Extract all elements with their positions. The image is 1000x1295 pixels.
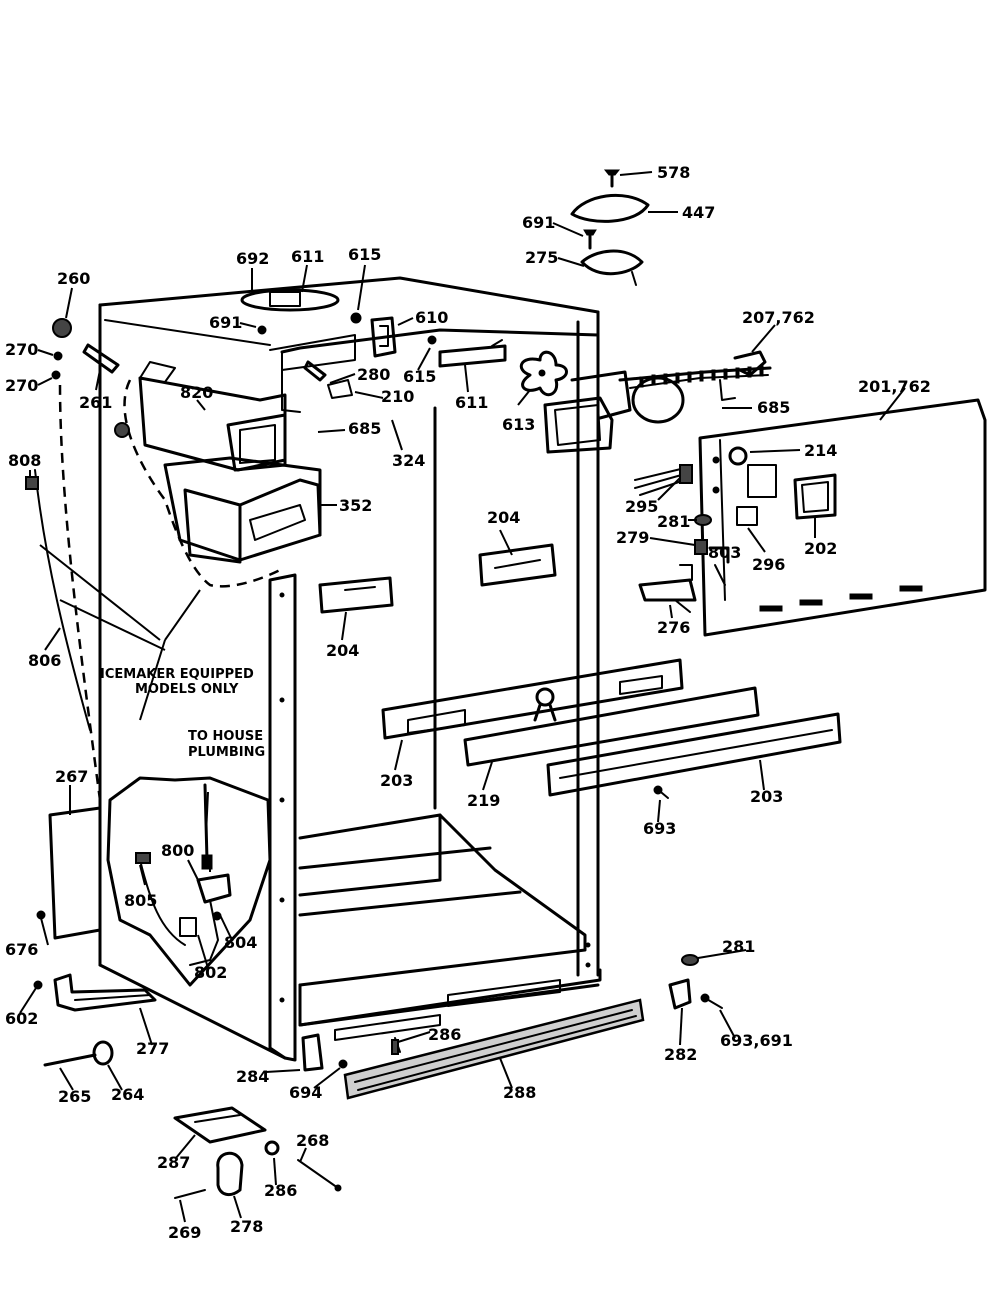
label-202: 202 <box>804 539 837 558</box>
label-800: 800 <box>161 841 194 860</box>
side-panel-267 <box>48 806 102 940</box>
door-rails <box>381 658 842 797</box>
label-219: 219 <box>467 791 500 810</box>
label-269: 269 <box>168 1223 201 1242</box>
shelf-brackets <box>318 543 557 614</box>
label-214: 214 <box>804 441 837 460</box>
control-panel <box>634 398 987 637</box>
label-282: 282 <box>664 1045 697 1064</box>
label-210: 210 <box>381 387 414 406</box>
label-201-762: 201,762 <box>858 377 931 396</box>
label-808: 808 <box>8 451 41 470</box>
label-611: 611 <box>291 247 324 266</box>
label-691-b: 691 <box>209 313 242 332</box>
label-268: 268 <box>296 1131 329 1150</box>
label-275: 275 <box>525 248 558 267</box>
label-270: 270 <box>5 340 38 359</box>
bottom-parts <box>33 785 723 1199</box>
label-288: 288 <box>503 1083 536 1102</box>
label-287: 287 <box>157 1153 190 1172</box>
label-676: 676 <box>5 940 38 959</box>
label-286: 286 <box>428 1025 461 1044</box>
label-802: 802 <box>194 963 227 982</box>
label-279: 279 <box>616 528 649 547</box>
label-276: 276 <box>657 618 690 637</box>
label-295: 295 <box>625 497 658 516</box>
label-602: 602 <box>5 1009 38 1028</box>
label-615-b: 615 <box>403 367 436 386</box>
label-281: 281 <box>657 512 690 531</box>
label-447: 447 <box>682 203 715 222</box>
leader-lines <box>19 171 906 1223</box>
icemaker-note-line2: MODELS ONLY <box>135 682 239 697</box>
label-806: 806 <box>28 651 61 670</box>
label-685-b: 685 <box>348 419 381 438</box>
label-615: 615 <box>348 245 381 264</box>
label-613: 613 <box>502 415 535 434</box>
label-296: 296 <box>752 555 785 574</box>
label-281-b: 281 <box>722 937 755 956</box>
water-lines <box>25 318 201 801</box>
label-278: 278 <box>230 1217 263 1236</box>
label-286-b: 286 <box>264 1181 297 1200</box>
label-610: 610 <box>415 308 448 327</box>
light-assembly <box>570 169 650 286</box>
label-270-b: 270 <box>5 376 38 395</box>
label-693: 693 <box>643 819 676 838</box>
label-203-b: 203 <box>750 787 783 806</box>
label-207-762: 207,762 <box>742 308 815 327</box>
label-324: 324 <box>392 451 425 470</box>
water-valve-area <box>106 776 272 987</box>
label-805: 805 <box>124 891 157 910</box>
label-694: 694 <box>289 1083 322 1102</box>
label-264: 264 <box>111 1085 144 1104</box>
label-692: 692 <box>236 249 269 268</box>
label-820: 820 <box>180 383 213 402</box>
label-265: 265 <box>58 1087 91 1106</box>
label-260: 260 <box>57 269 90 288</box>
label-803: 803 <box>708 543 741 562</box>
label-204: 204 <box>326 641 359 660</box>
label-204-b: 204 <box>487 508 520 527</box>
label-284: 284 <box>236 1067 269 1086</box>
damper-control-assembly <box>543 350 772 454</box>
label-693-691: 693,691 <box>720 1031 793 1050</box>
diagram-notes: ICEMAKER EQUIPPED MODELS ONLY TO HOUSE P… <box>100 667 265 760</box>
refrigerator-cabinet <box>98 276 602 1062</box>
label-277: 277 <box>136 1039 169 1058</box>
top-duct-components <box>240 288 568 399</box>
callout-labels: 578 447 691 275 207,762 201,762 685 214 … <box>5 163 931 1242</box>
label-804: 804 <box>224 933 257 952</box>
label-203: 203 <box>380 771 413 790</box>
label-352: 352 <box>339 496 372 515</box>
plumbing-note-line2: PLUMBING <box>188 745 265 760</box>
icemaker-note-line1: ICEMAKER EQUIPPED <box>100 667 254 682</box>
icemaker-assembly <box>114 361 322 588</box>
label-691: 691 <box>522 213 555 232</box>
label-685: 685 <box>757 398 790 417</box>
label-280: 280 <box>357 365 390 384</box>
plumbing-note-line1: TO HOUSE <box>188 729 263 744</box>
label-611-b: 611 <box>455 393 488 412</box>
label-578: 578 <box>657 163 690 182</box>
label-267: 267 <box>55 767 88 786</box>
label-261: 261 <box>79 393 112 412</box>
